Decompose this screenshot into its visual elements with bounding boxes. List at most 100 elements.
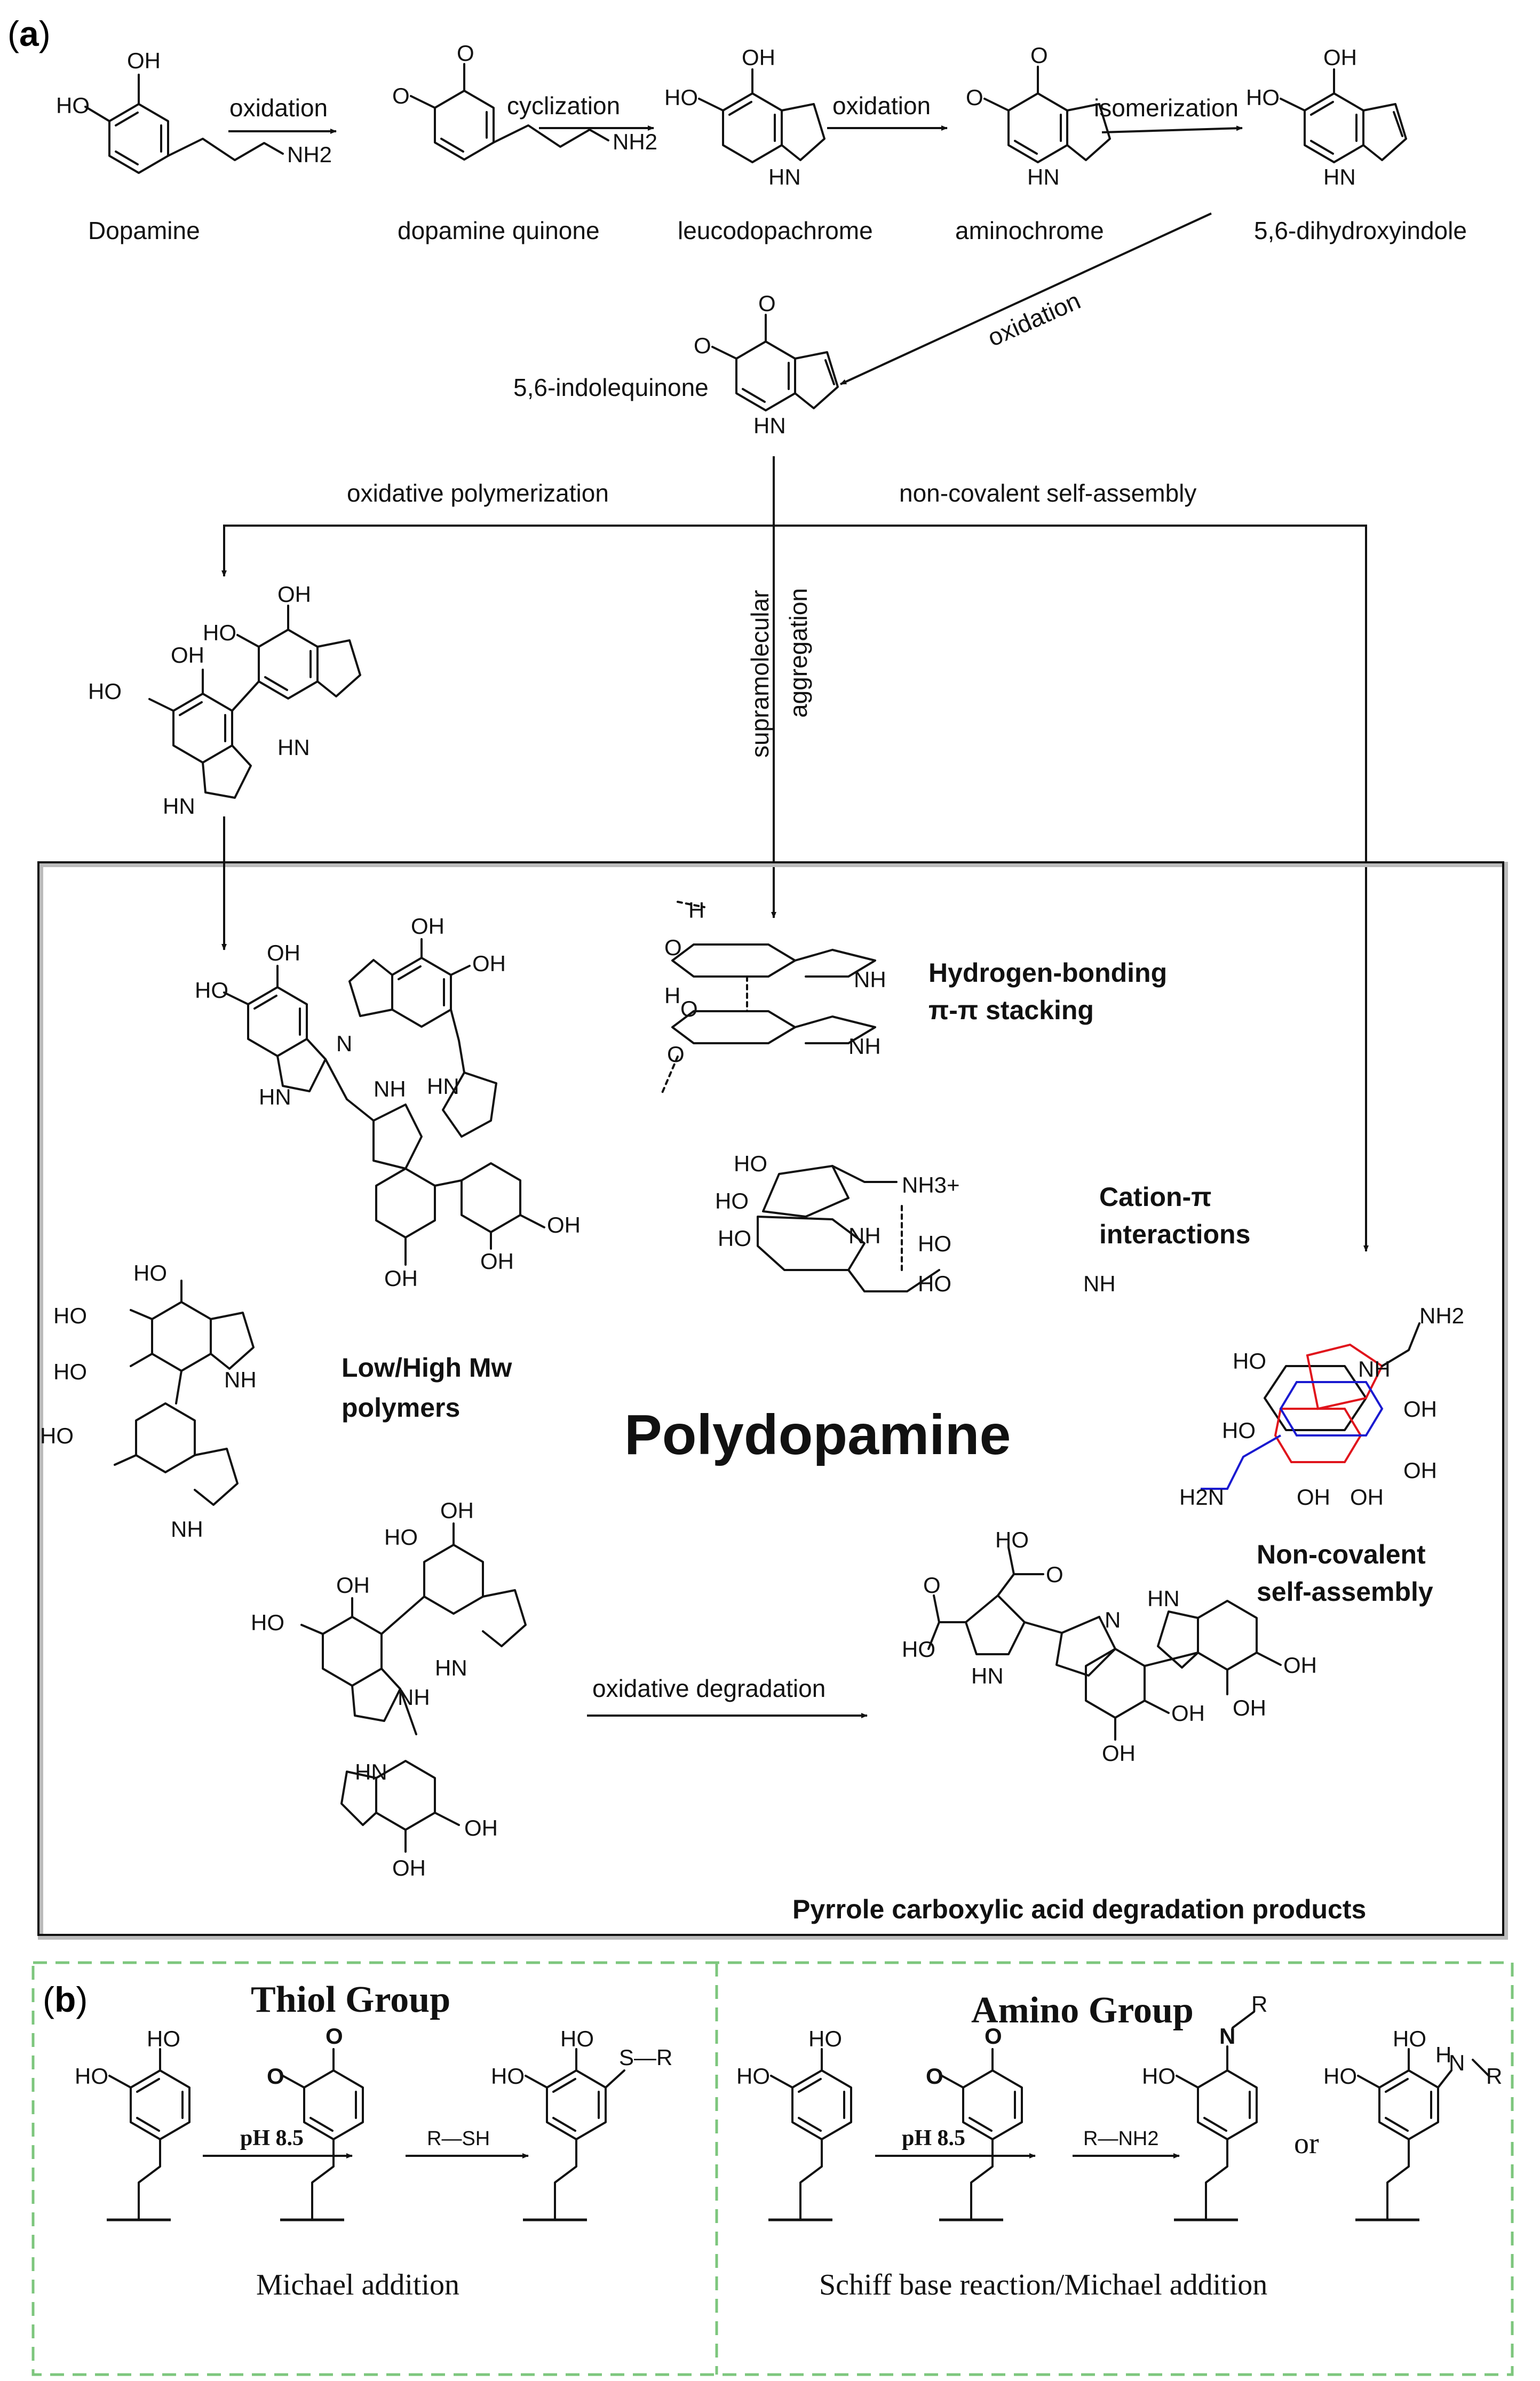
svg-text:HN: HN	[1027, 164, 1060, 189]
panel-a-label: (a)	[7, 14, 51, 53]
svg-text:N: N	[1449, 2050, 1465, 2075]
polydopamine-box-shadow	[38, 862, 1508, 1940]
svg-text:HO: HO	[918, 1231, 951, 1256]
svg-text:O: O	[680, 996, 698, 1021]
svg-text:H2N: H2N	[1179, 1485, 1224, 1510]
svg-text:HO: HO	[53, 1359, 87, 1384]
svg-text:OH: OH	[336, 1573, 370, 1598]
svg-text:OH: OH	[480, 1249, 514, 1274]
svg-text:HO: HO	[664, 85, 698, 110]
svg-text:O: O	[664, 935, 682, 960]
svg-text:HO: HO	[88, 679, 122, 704]
self-assembly-label: self-assembly	[1257, 1577, 1433, 1607]
svg-text:OH: OH	[1102, 1741, 1136, 1766]
svg-text:O: O	[457, 41, 474, 66]
svg-text:HO: HO	[75, 2063, 108, 2089]
cation-pi-structure: HO HO HO NH3+ NH HO HO NH	[715, 1151, 1116, 1296]
svg-text:HN: HN	[427, 1074, 459, 1099]
svg-text:O: O	[985, 2023, 1002, 2049]
svg-text:O: O	[1030, 43, 1048, 68]
svg-text:O: O	[694, 333, 711, 358]
svg-text:O: O	[926, 2063, 943, 2089]
svg-text:OH: OH	[472, 951, 506, 976]
svg-text:O: O	[966, 85, 983, 110]
pyrrole-product-structure: HO O O HO HN N HN OH OH OH OH	[902, 1527, 1317, 1766]
svg-text:R: R	[1486, 2063, 1502, 2089]
svg-text:HO: HO	[902, 1637, 935, 1662]
isomerization-arrow	[1101, 125, 1243, 133]
svg-text:HO: HO	[1142, 2063, 1176, 2089]
svg-text:OH: OH	[384, 1266, 418, 1291]
svg-text:O: O	[267, 2063, 284, 2089]
svg-text:HO: HO	[1222, 1418, 1256, 1443]
svg-text:NH2: NH2	[1419, 1303, 1464, 1328]
or-label: or	[1294, 2127, 1319, 2160]
dopamine-structure: OH HO NH2	[56, 48, 332, 174]
svg-text:HO: HO	[1246, 85, 1280, 110]
svg-text:OH: OH	[464, 1815, 498, 1840]
oxidative-polymerization-step: oxidative polymerization	[347, 479, 609, 507]
leucodopachrome-label: leucodopachrome	[678, 217, 873, 244]
svg-text:NH: NH	[398, 1685, 430, 1710]
schiff-base-structure: N R HO	[1142, 1991, 1267, 2221]
indolequinone-label: 5,6-indolequinone	[513, 374, 709, 401]
svg-text:HO: HO	[718, 1226, 751, 1251]
svg-text:H: H	[1435, 2042, 1451, 2067]
svg-text:HO: HO	[1323, 2063, 1357, 2089]
svg-text:O: O	[1046, 1562, 1063, 1587]
self-assembly-structure: HO HO NH2 NH OH OH OH OH H2N	[1179, 1303, 1464, 1510]
rsh-label: R—SH	[427, 2128, 490, 2150]
svg-text:NH: NH	[854, 967, 886, 992]
dihydroxyindole-structure: OH HO HN	[1246, 45, 1407, 189]
svg-text:O: O	[923, 1573, 941, 1598]
svg-text:HO: HO	[384, 1525, 418, 1550]
svg-text:HN: HN	[753, 413, 786, 438]
dimer-structure: OH HO OH HO HN HN	[88, 582, 361, 819]
oxidation-step-1: oxidation	[229, 94, 328, 122]
oligomer-structure: HO HO HO HO NH NH	[40, 1260, 257, 1542]
isomerization-step: isomerization	[1094, 94, 1239, 122]
aminochrome-label: aminochrome	[955, 217, 1104, 244]
svg-text:OH: OH	[547, 1212, 581, 1237]
svg-text:NH: NH	[848, 1034, 881, 1059]
svg-text:HO: HO	[1233, 1348, 1266, 1374]
svg-text:HN: HN	[277, 735, 310, 760]
interactions-label: interactions	[1099, 1219, 1250, 1249]
svg-text:HO: HO	[203, 620, 236, 645]
svg-text:OH: OH	[277, 582, 311, 607]
thiol-group-title: Thiol Group	[251, 1979, 450, 2020]
svg-text:HN: HN	[971, 1663, 1004, 1688]
svg-text:OH: OH	[1323, 45, 1357, 70]
amino-adduct-structure: HO HO H N R	[1323, 2026, 1502, 2221]
leucodopachrome-structure: OH HO HN	[664, 45, 825, 189]
svg-text:HN: HN	[163, 793, 195, 819]
oxidation-arrow-3	[840, 212, 1212, 385]
svg-text:OH: OH	[1403, 1458, 1437, 1483]
svg-text:NH: NH	[224, 1367, 257, 1392]
svg-text:OH: OH	[411, 914, 444, 939]
svg-text:HO: HO	[491, 2063, 525, 2089]
svg-text:R: R	[1251, 1991, 1267, 2017]
svg-text:HN: HN	[1147, 1586, 1180, 1611]
svg-text:N: N	[1105, 1607, 1121, 1632]
svg-text:NH: NH	[374, 1076, 406, 1101]
michael-addition-label: Michael addition	[256, 2268, 459, 2301]
svg-text:OH: OH	[171, 642, 204, 668]
svg-text:S—R: S—R	[619, 2045, 672, 2070]
panel-b-box	[31, 1961, 1514, 2376]
svg-text:HO: HO	[56, 93, 90, 118]
svg-text:OH: OH	[1297, 1485, 1330, 1510]
svg-text:OH: OH	[440, 1498, 474, 1523]
svg-text:HO: HO	[40, 1423, 74, 1448]
amino-group-title: Amino Group	[971, 1990, 1194, 2031]
polydopamine-box	[37, 861, 1504, 1936]
panel-b-label: (b)	[43, 1980, 88, 2019]
svg-text:HO: HO	[734, 1151, 767, 1176]
hbond-stacking-structure: H O H O O NH NH	[661, 898, 886, 1095]
dihydroxyindole-label: 5,6-dihydroxyindole	[1254, 217, 1467, 244]
polydopamine-title: Polydopamine	[624, 1403, 1011, 1466]
svg-text:OH: OH	[742, 45, 775, 70]
schiff-base-label: Schiff base reaction/Michael addition	[819, 2268, 1267, 2301]
svg-text:N: N	[1219, 2023, 1235, 2049]
